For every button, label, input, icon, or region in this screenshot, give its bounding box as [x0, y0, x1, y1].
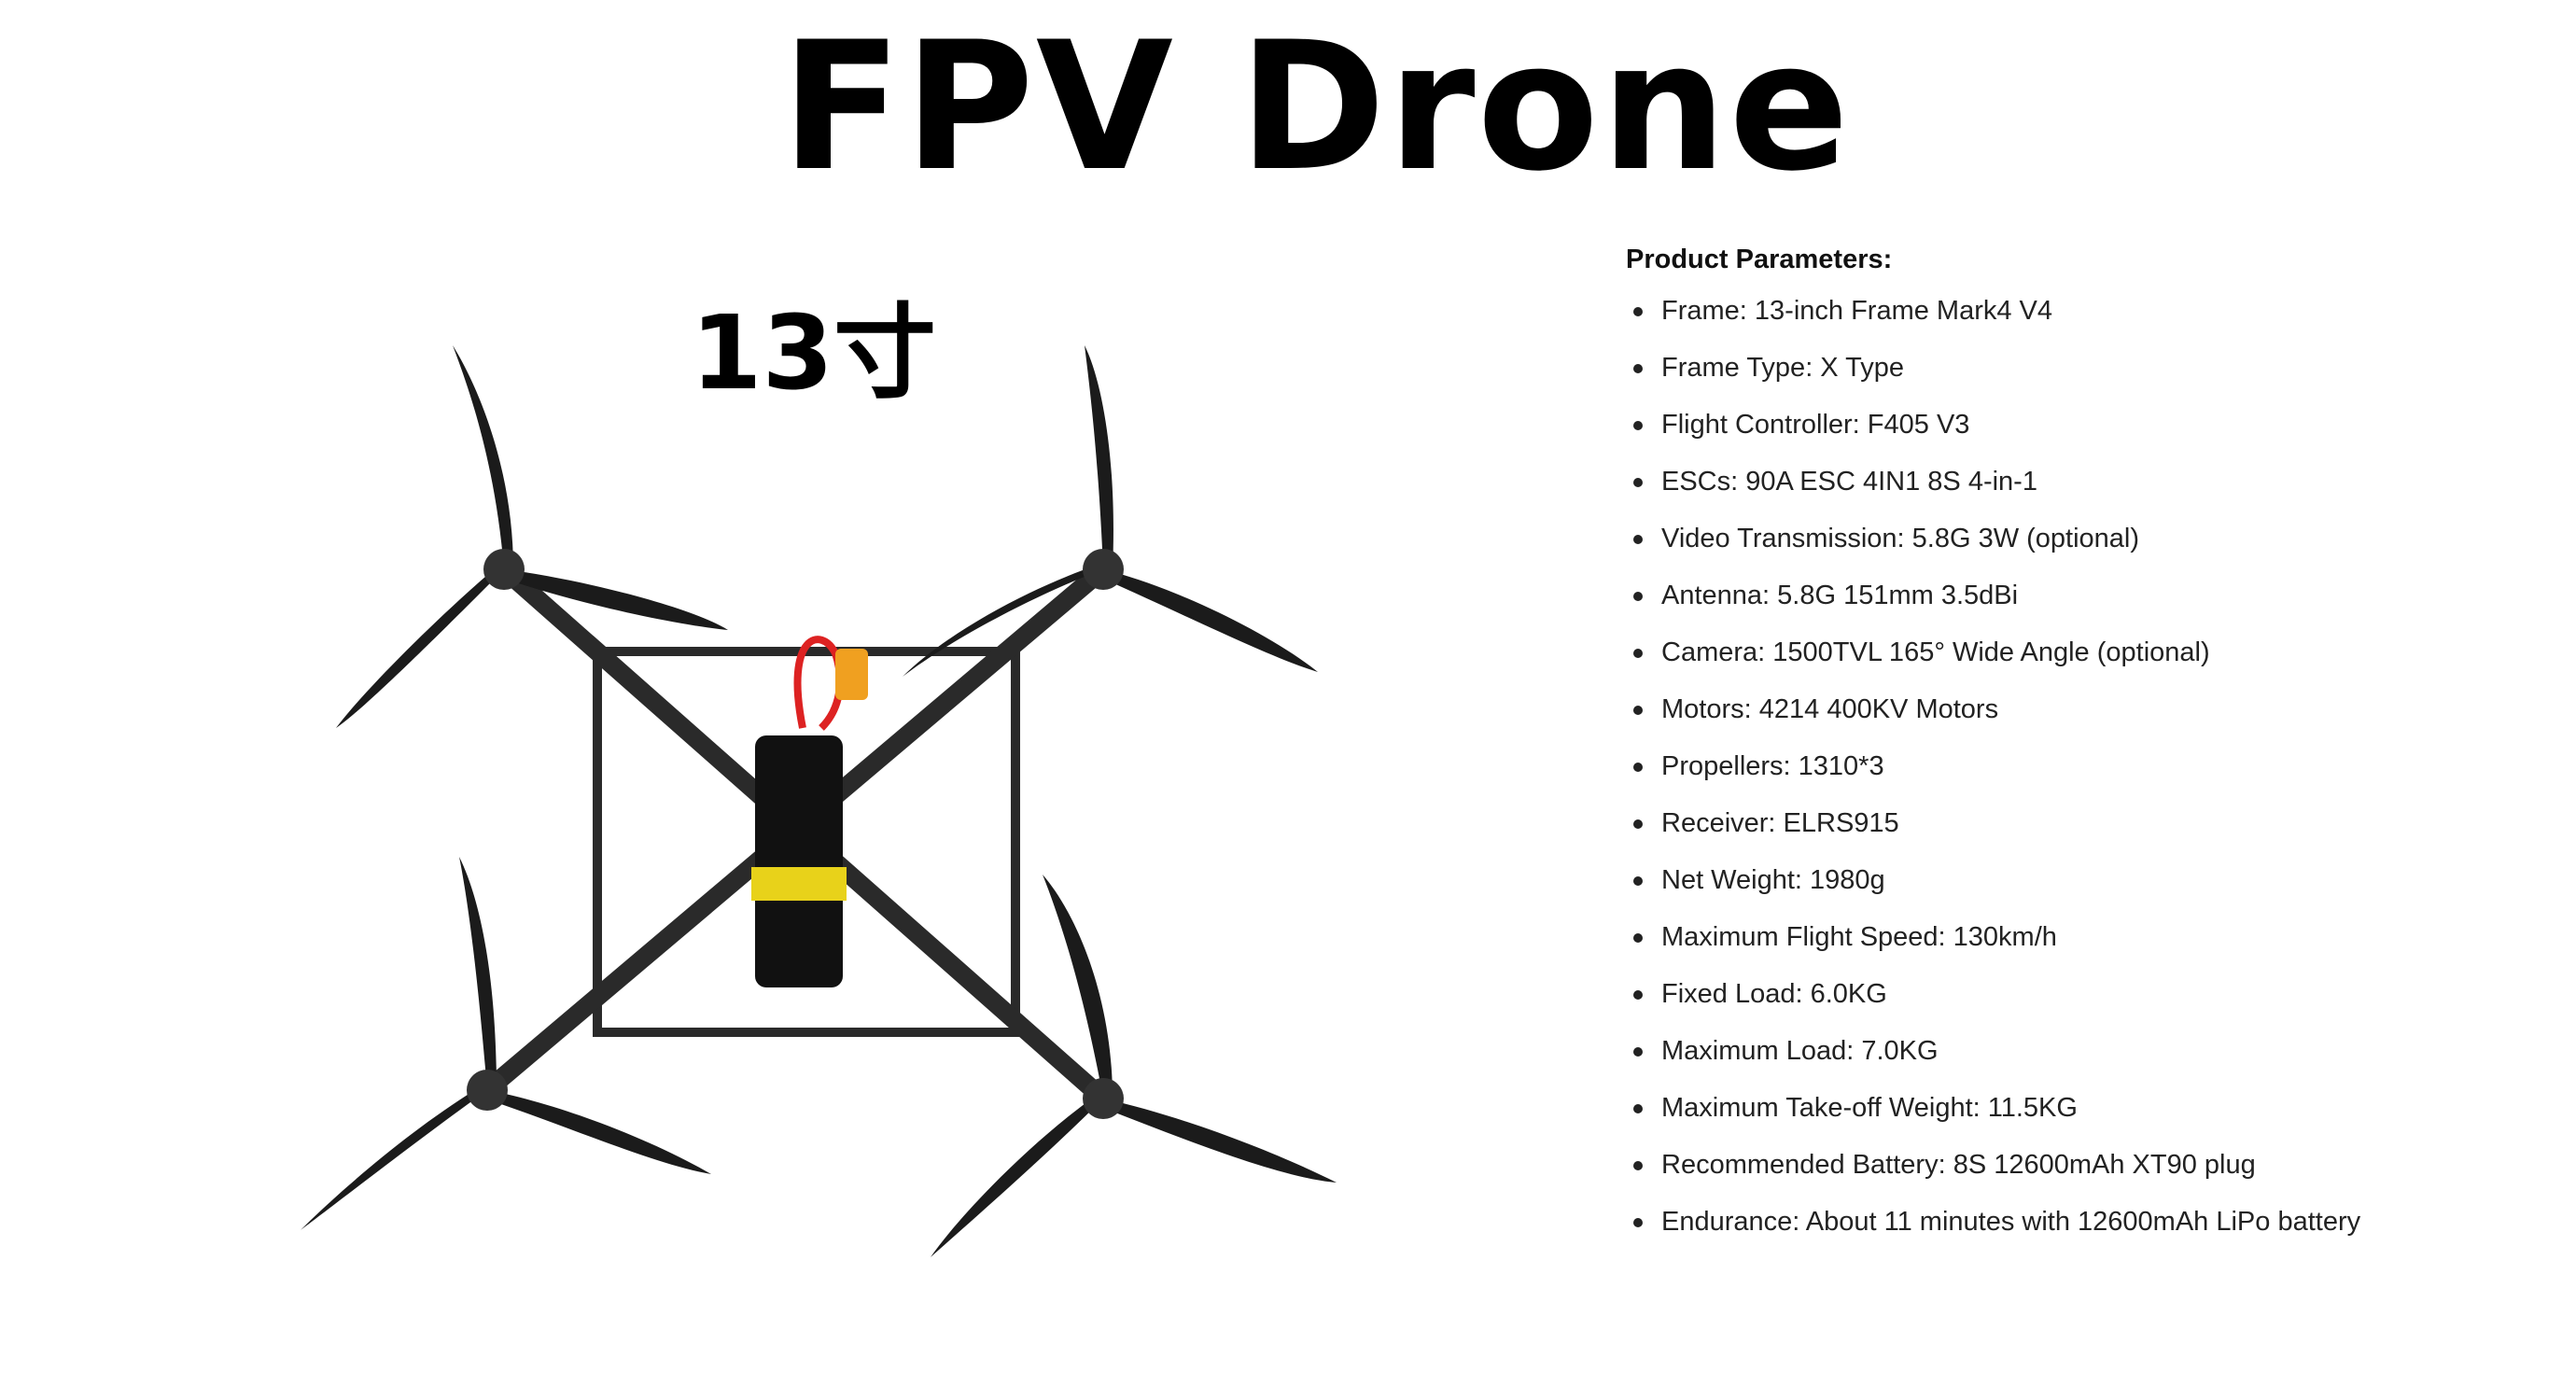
list-item: Maximum Flight Speed: 130km/h	[1626, 920, 2360, 977]
parameters-list: Frame: 13-inch Frame Mark4 V4 Frame Type…	[1626, 294, 2360, 1262]
drone-illustration	[301, 345, 1337, 1257]
list-item: ESCs: 90A ESC 4IN1 8S 4-in-1	[1626, 465, 2360, 522]
list-item: Receiver: ELRS915	[1626, 806, 2360, 863]
list-item: Frame: 13-inch Frame Mark4 V4	[1626, 294, 2360, 351]
list-item: Maximum Take-off Weight: 11.5KG	[1626, 1091, 2360, 1148]
list-item: Endurance: About 11 minutes with 12600mA…	[1626, 1205, 2360, 1262]
list-item: Antenna: 5.8G 151mm 3.5dBi	[1626, 579, 2360, 636]
page-title: FPV Drone	[780, 4, 1852, 210]
list-item: Video Transmission: 5.8G 3W (optional)	[1626, 522, 2360, 579]
parameters-heading: Product Parameters:	[1626, 245, 1893, 274]
list-item: Maximum Load: 7.0KG	[1626, 1034, 2360, 1091]
list-item: Motors: 4214 400KV Motors	[1626, 693, 2360, 749]
list-item: Recommended Battery: 8S 12600mAh XT90 pl…	[1626, 1148, 2360, 1205]
size-label: 13寸	[691, 293, 937, 413]
list-item: Flight Controller: F405 V3	[1626, 408, 2360, 465]
drone-image	[280, 336, 1363, 1283]
list-item: Net Weight: 1980g	[1626, 863, 2360, 920]
list-item: Camera: 1500TVL 165° Wide Angle (optiona…	[1626, 636, 2360, 693]
list-item: Fixed Load: 6.0KG	[1626, 977, 2360, 1034]
product-parameters: Product Parameters: Frame: 13-inch Frame…	[1626, 245, 2360, 1262]
battery	[751, 636, 868, 987]
propellers	[301, 345, 1337, 1257]
list-item: Frame Type: X Type	[1626, 351, 2360, 408]
list-item: Propellers: 1310*3	[1626, 749, 2360, 806]
